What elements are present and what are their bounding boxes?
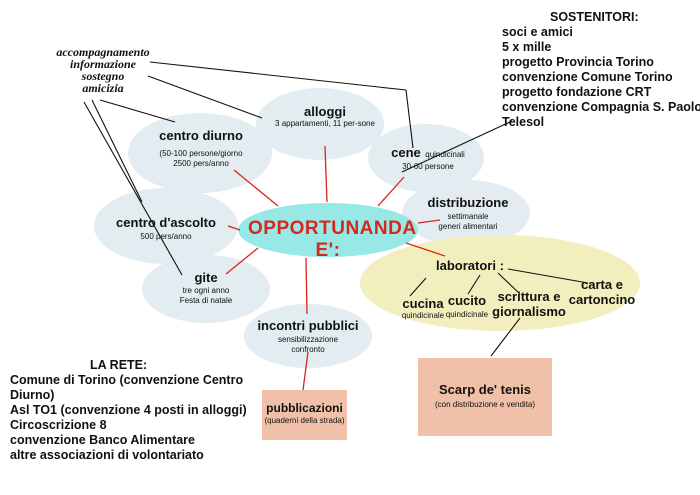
rete-item: Comune di Torino (convenzione Centro xyxy=(10,373,244,387)
node-carta-title-2: cartoncino xyxy=(568,292,636,307)
sostenitori-item: convenzione Compagnia S. Paolo xyxy=(502,100,700,114)
node-cene-title: cene xyxy=(391,145,421,160)
node-centro-diurno-detail-1: (50-100 persone/giorno xyxy=(159,149,243,158)
rete-block: LA RETE: Comune di Torino (convenzione C… xyxy=(10,358,250,463)
node-incontri-title: incontri pubblici xyxy=(257,318,359,333)
ellipse-center xyxy=(238,203,418,257)
rete-item: Circoscrizione 8 xyxy=(10,418,107,432)
node-cene: cene quindicinali 30-60 persone xyxy=(370,144,486,172)
node-cene-detail-inline: quindicinali xyxy=(425,150,465,159)
node-alloggi-title: alloggi xyxy=(304,104,346,119)
sostenitori-heading: SOSTENITORI: xyxy=(550,10,639,24)
node-cucito-title: cucito xyxy=(447,293,487,308)
node-distribuzione-detail-1: settimanale xyxy=(447,212,489,221)
ellipse-alloggi xyxy=(256,88,384,160)
accompagnamento-line-3: sostegno xyxy=(81,69,125,83)
accompagnamento-line-1: accompagnamento xyxy=(56,45,150,59)
sostenitori-item: Telesol xyxy=(502,115,545,129)
ellipse-cene xyxy=(368,124,484,192)
node-cucina-title: cucina xyxy=(402,296,444,311)
node-centro-ascolto: centro d'ascolto 500 pers/anno xyxy=(110,215,222,242)
box-scarp-detail: (con distribuzione e vendita) xyxy=(434,400,536,409)
node-scrittura-title-1: scrittura e xyxy=(497,289,561,304)
node-cucito: cucito quindicinale xyxy=(440,293,494,320)
node-centro-diurno-detail-2: 2500 pers/anno xyxy=(173,159,229,168)
accompagnamento-block: accompagnamento informazione sostegno am… xyxy=(28,46,178,94)
node-gite-title: gite xyxy=(194,270,218,285)
node-centro-ascolto-title: centro d'ascolto xyxy=(116,215,216,230)
node-scrittura-title-2: giornalismo xyxy=(492,304,566,319)
ellipse-gite xyxy=(142,255,270,323)
black-connectors xyxy=(83,61,589,357)
node-incontri: incontri pubblici sensibilizzazione conf… xyxy=(250,318,366,355)
rete-item: Asl TO1 (convenzione 4 posti in alloggi) xyxy=(10,403,247,417)
ellipse-distribuzione xyxy=(402,180,530,246)
node-incontri-detail-1: sensibilizzazione xyxy=(277,335,339,344)
box-scarp-title: Scarp de' tenis xyxy=(439,382,531,397)
node-carta: carta e cartoncino xyxy=(560,277,644,307)
ellipse-incontri xyxy=(244,304,372,368)
rete-heading: LA RETE: xyxy=(90,358,148,372)
node-alloggi-detail: 3 appartamenti, 11 per-sone xyxy=(275,119,375,128)
node-alloggi: alloggi 3 appartamenti, 11 per-sone xyxy=(265,104,385,129)
node-distribuzione-title: distribuzione xyxy=(427,195,509,210)
node-centro-ascolto-detail: 500 pers/anno xyxy=(140,232,192,241)
sostenitori-block: SOSTENITORI: soci e amici 5 x mille prog… xyxy=(502,10,700,130)
node-cucina: cucina quindicinale xyxy=(398,296,448,321)
sostenitori-item: progetto fondazione CRT xyxy=(502,85,652,99)
node-distribuzione: distribuzione settimanale generi aliment… xyxy=(410,195,526,232)
node-carta-title-1: carta e xyxy=(581,277,623,292)
ellipse-laboratori xyxy=(360,235,640,331)
node-cene-detail-2: 30-60 persone xyxy=(402,162,454,171)
node-cucina-detail: quindicinale xyxy=(401,311,445,320)
box-scarp: Scarp de' tenis (con distribuzione e ven… xyxy=(418,358,552,436)
sostenitori-item: progetto Provincia Torino xyxy=(502,55,654,69)
rete-item: altre associazioni di volontariato xyxy=(10,448,204,462)
box-pubblicazioni-title: pubblicazioni xyxy=(266,401,343,415)
box-pubblicazioni: pubblicazioni (quaderni della strada) xyxy=(262,390,347,440)
accompagnamento-line-4: amicizia xyxy=(82,81,124,95)
node-laboratori-title: laboratori : xyxy=(436,258,504,273)
node-centro-diurno: centro diurno (50-100 persone/giorno 250… xyxy=(140,128,262,169)
node-incontri-detail-2: confronto xyxy=(291,345,325,354)
ellipse-centro-diurno xyxy=(128,113,272,193)
sostenitori-item: soci e amici xyxy=(502,25,573,39)
node-distribuzione-detail-2: generi alimentari xyxy=(438,222,498,231)
node-gite: gite tre ogni anno Festa di natale xyxy=(156,270,256,306)
box-pubblicazioni-detail: (quaderni della strada) xyxy=(264,416,345,425)
red-connectors xyxy=(225,145,446,391)
node-centro-diurno-title: centro diurno xyxy=(159,128,243,143)
node-cucito-detail: quindicinale xyxy=(445,310,489,319)
sostenitori-item: 5 x mille xyxy=(502,40,552,54)
node-gite-detail-2: Festa di natale xyxy=(179,296,233,305)
node-scrittura: scrittura e giornalismo xyxy=(484,289,574,319)
accompagnamento-line-2: informazione xyxy=(69,57,136,71)
rete-item: convenzione Banco Alimentare xyxy=(10,433,195,447)
node-gite-detail-1: tre ogni anno xyxy=(182,286,230,295)
sostenitori-item: convenzione Comune Torino xyxy=(502,70,673,84)
ellipse-centro-ascolto xyxy=(94,188,238,264)
rete-item: Diurno) xyxy=(10,388,55,402)
center-label: OPPORTUNANDA E': xyxy=(248,218,417,261)
